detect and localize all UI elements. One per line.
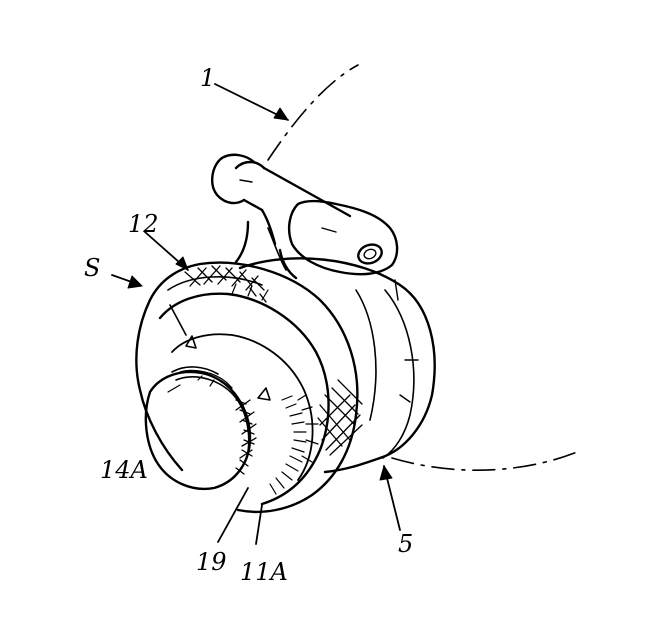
label-11A: 11A (240, 558, 288, 586)
reference-circle-top (267, 64, 359, 161)
reference-circle-bottom (391, 449, 583, 471)
label-19: 19 (196, 548, 227, 576)
label-1: 1 (200, 64, 215, 92)
leader-lines (111, 83, 401, 545)
leader-11A (255, 504, 263, 545)
label-5: 5 (398, 530, 413, 558)
housing (238, 257, 436, 474)
label-S: S (84, 254, 100, 282)
leader-19 (217, 487, 249, 543)
front-knob (144, 366, 257, 491)
arrowheads (127, 107, 393, 481)
dial-face (158, 283, 330, 506)
mounting-bracket (234, 220, 298, 280)
knurled-ring (135, 261, 359, 514)
pin-shaft (211, 153, 399, 276)
label-12: 12 (128, 210, 159, 238)
label-14A: 14A (100, 456, 148, 484)
